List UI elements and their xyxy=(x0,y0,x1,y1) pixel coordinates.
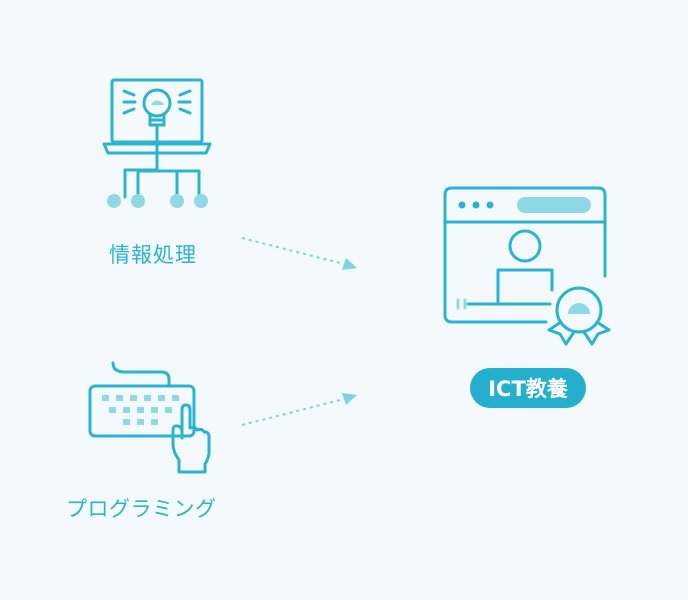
ict-education-badge: ICT教養 xyxy=(470,368,586,408)
arrow-programming-to-ict xyxy=(241,393,357,426)
arrow-info-to-ict xyxy=(241,237,357,270)
programming-label: プログラミング xyxy=(66,497,217,521)
info-processing-label: 情報処理 xyxy=(109,243,197,267)
laptop-lightbulb-network-icon xyxy=(102,78,212,208)
browser-person-award-icon xyxy=(443,186,611,346)
keyboard-pointer-hand-icon xyxy=(88,361,211,474)
